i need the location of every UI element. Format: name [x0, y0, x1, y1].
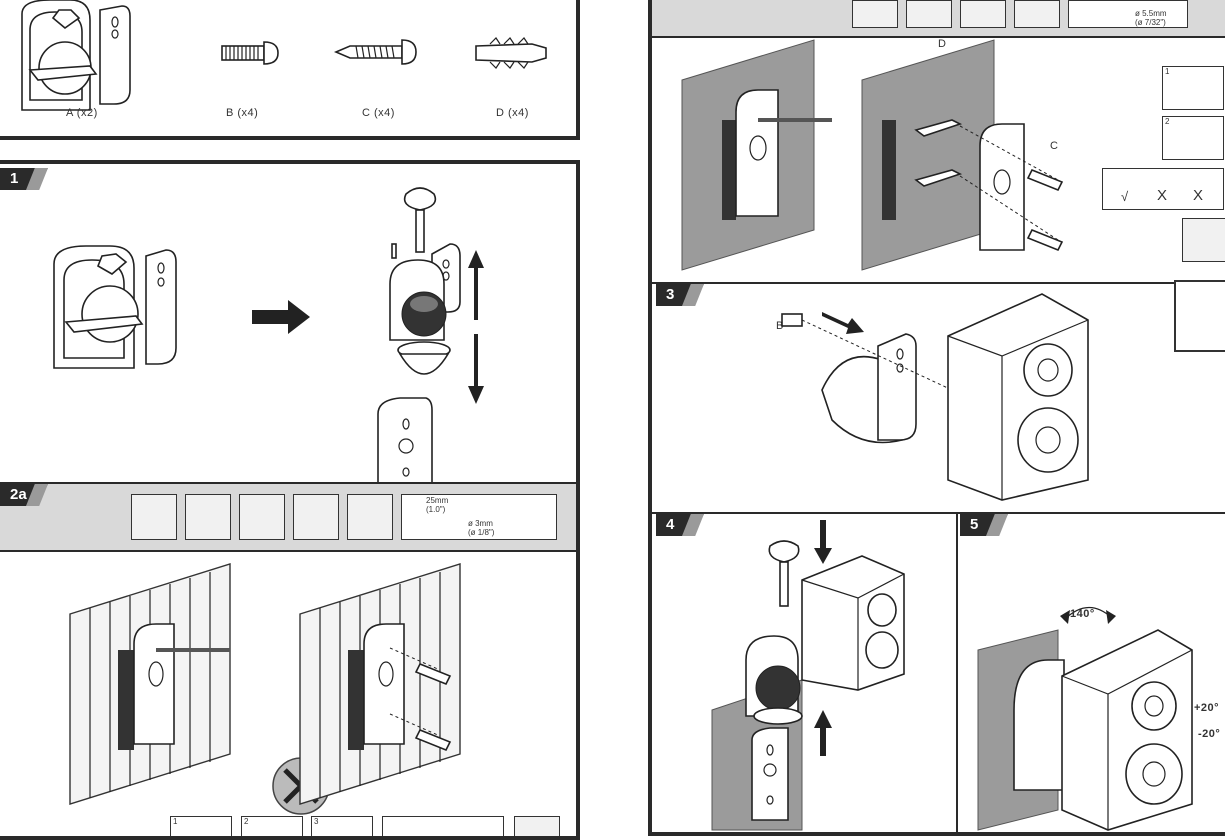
step-4-5-separator	[956, 512, 958, 832]
tool-stud-finder-2b	[852, 0, 898, 28]
step-2a-wood-wall-left	[69, 563, 231, 805]
step-2b-screw-label: C	[1050, 140, 1059, 152]
step-2b-anchor-label: D	[938, 38, 947, 50]
drill-bit-diagram-2b: ø 5.5mm (ø 7/32")	[1068, 0, 1188, 28]
step-1-exploded-bracket	[377, 187, 461, 491]
step-3-screwdriver-box	[1174, 280, 1225, 352]
part-d-anchor-illustration	[475, 37, 547, 69]
drill-depth-mm: 25mm	[426, 496, 449, 505]
part-d-label: D (x4)	[496, 107, 529, 119]
tool-level-2b	[906, 0, 952, 28]
step-2b-drill-thumb	[1182, 218, 1225, 262]
drill-bit-mm: ø 3mm	[468, 519, 493, 528]
drill-bit-in-2b: (ø 7/32")	[1135, 18, 1166, 27]
step-2a-substep-1: 1	[170, 816, 232, 836]
part-a-label: A (x2)	[66, 107, 98, 119]
step-2a-substep-3: 3	[311, 816, 373, 836]
drill-depth-in: (1.0")	[426, 505, 446, 514]
step-4-speaker-mount	[711, 520, 905, 831]
step-2a-wood-wall-right	[299, 563, 461, 805]
step-5-tilt-up-label: +20°	[1194, 702, 1220, 714]
parts-panel: A (x2) B (x4) C (x4) D (x4)	[0, 0, 580, 140]
level-ok-mark: √	[1121, 189, 1129, 204]
part-c-screw-illustration	[333, 39, 417, 65]
drill-depth-diagram: 25mm (1.0") ø 3mm (ø 1/8")	[401, 494, 557, 540]
right-steps-panel: ø 5.5mm (ø 7/32") D C 1 2 √ X X 3	[648, 0, 1225, 836]
step-2a-substep-2: 2	[241, 816, 303, 836]
step-1-arrow-right	[252, 300, 310, 334]
step-1-assembled-bracket	[53, 245, 177, 369]
part-c-label: C (x4)	[362, 107, 395, 119]
step-2b-substep-2: 2	[1162, 116, 1224, 160]
tool-level	[185, 494, 231, 540]
drill-bit-mm-2b: ø 5.5mm	[1135, 9, 1167, 18]
step-3-screw-label: B	[776, 320, 784, 332]
part-a-bracket-illustration	[21, 0, 131, 111]
step-2a-level-check	[382, 816, 504, 836]
part-b-label: B (x4)	[226, 107, 259, 119]
tool-drill-2b	[1014, 0, 1060, 28]
step-4-divider	[652, 512, 1225, 514]
level-bad-mark-1: X	[1157, 187, 1168, 204]
step-3-divider	[652, 282, 1225, 284]
tool-stud-finder	[131, 494, 177, 540]
step-2b-level-check: √ X X	[1102, 168, 1224, 210]
step-1-arrow-down	[468, 334, 484, 404]
step-5-tilt-down-label: -20°	[1198, 728, 1221, 740]
drill-bit-in: (ø 1/8")	[468, 528, 495, 537]
step-5-rotation-label: 140°	[1070, 608, 1095, 620]
step-2b-substep-1: 1	[1162, 66, 1224, 110]
step-3-bracket-and-speaker	[781, 293, 1089, 501]
step-2a-drill-thumb	[514, 816, 560, 836]
tool-pencil	[239, 494, 285, 540]
step-5-speaker-adjust	[977, 606, 1193, 831]
tool-drill	[347, 494, 393, 540]
tool-pencil-2b	[960, 0, 1006, 28]
tool-screwdriver	[293, 494, 339, 540]
step-2b-wall-left	[681, 39, 832, 271]
left-steps-panel: 1	[0, 160, 580, 840]
step-2b-wall-right	[861, 39, 1064, 271]
level-bad-mark-2: X	[1193, 187, 1204, 204]
part-b-screw-illustration	[221, 41, 279, 65]
step-1-arrow-up	[468, 250, 484, 320]
